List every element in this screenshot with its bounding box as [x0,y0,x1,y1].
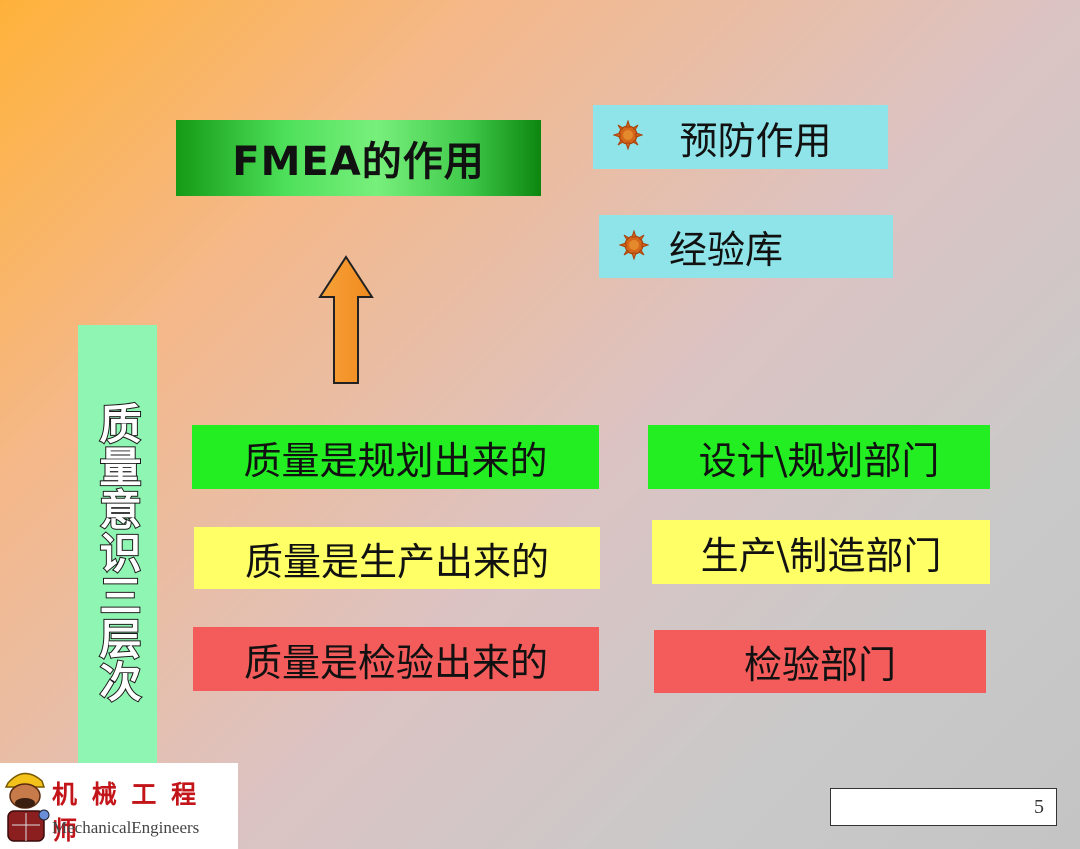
role-label: 预防作用 [679,118,832,163]
level-department-text: 检验部门 [743,643,896,687]
level-department-design: 设计\规划部门 [648,425,990,489]
level-department-manufacturing: 生产\制造部门 [652,520,990,584]
page-number-box: 5 [830,788,1057,826]
gear-bullet-icon [618,225,650,269]
level-statement-planning: 质量是规划出来的 [192,425,599,489]
level-department-text: 设计\规划部门 [698,438,940,483]
role-chip-experience: 经验库 [599,215,893,278]
gear-bullet-icon [612,115,644,159]
up-arrow-icon [318,255,374,384]
logo: 机 械 工 程 师 MechanicalEngineers [0,763,238,849]
page-number: 5 [1034,795,1044,818]
slide-title: FMEA的作用 [176,120,541,196]
slide-title-text: FMEA的作用 [232,139,485,185]
role-chip-prevention: 预防作用 [593,105,888,169]
quality-awareness-text: 质量意识三层次 [92,401,143,704]
level-department-inspection: 检验部门 [654,630,986,693]
quality-awareness-label: 质量意识三层次 [78,325,157,779]
level-statement-text: 质量是检验出来的 [243,640,548,685]
level-statement-inspection: 质量是检验出来的 [193,627,599,691]
role-label: 经验库 [668,228,783,272]
level-statement-text: 质量是规划出来的 [243,438,548,483]
level-department-text: 生产\制造部门 [700,533,942,578]
level-statement-production: 质量是生产出来的 [194,527,600,589]
logo-english-text: MechanicalEngineers [52,818,200,837]
logo-chinese-text: 机 械 工 程 师 [52,780,200,845]
level-statement-text: 质量是生产出来的 [244,539,549,584]
engineer-mascot-icon [4,772,50,842]
